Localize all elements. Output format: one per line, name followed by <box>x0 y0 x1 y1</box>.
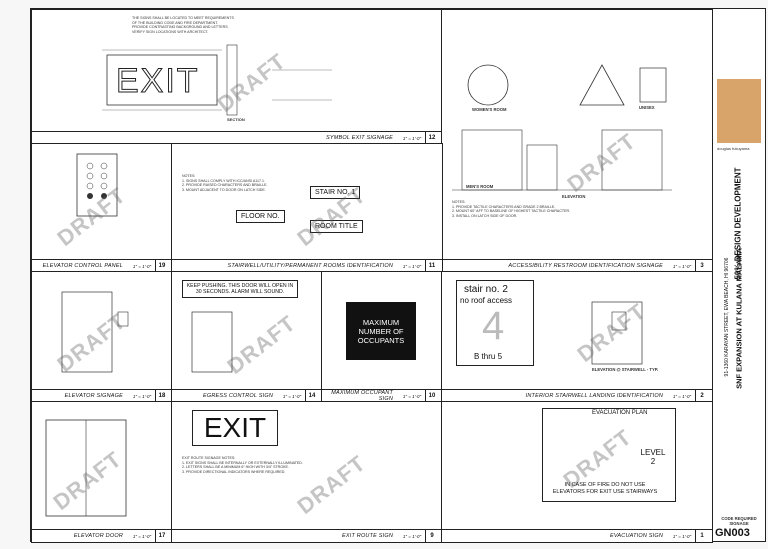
elevation-label: ELEVATION <box>562 194 586 199</box>
firm-name: douglas fukuyama <box>717 146 750 151</box>
detail-title: ELEVATOR DOOR <box>73 533 123 539</box>
title-block: douglas fukuyama 50% DESIGN DEVELOPMENT … <box>712 8 766 542</box>
project-name: SNF EXPANSION AT KULANA MALAMA <box>734 248 744 389</box>
detail-title: SYMBOL EXIT SIGNAGE <box>326 135 393 141</box>
project-address: 91-1360 KARAYAN STREET, EWA BEACH, HI 96… <box>724 257 730 377</box>
elevator-panel-drawing <box>76 153 118 217</box>
detail-title: EVACUATION SIGN <box>609 533 663 539</box>
detail-label: ELEVATOR DOOR 1" = 1'-0" 17 <box>32 529 172 542</box>
detail-19: DRAFT ELEVATOR CONTROL PANEL 1" = 1'-0" … <box>31 143 173 273</box>
stair-no-sign: STAIR NO. 1 <box>310 186 361 199</box>
restroom-signs-drawing <box>452 64 672 191</box>
detail-scale: 1" = 1'-0" <box>672 393 692 399</box>
room-title-sign: ROOM TITLE <box>310 220 363 233</box>
section-label: SECTION <box>227 117 245 122</box>
detail-14: KEEP PUSHING. THIS DOOR WILL OPEN IN 30 … <box>171 271 323 403</box>
detail-12: EXIT SECTION THE SIGNS SHALL BE LOCATED … <box>31 9 443 145</box>
detail-label: MAXIMUM OCCUPANT SIGN 1" = 1'-0" 10 <box>322 389 442 402</box>
stair-landing-sign <box>456 280 534 366</box>
detail-scale: 1" = 1'-0" <box>282 393 302 399</box>
detail-label: EXIT ROUTE SIGN 1" = 1'-0" 9 <box>172 529 442 542</box>
detail-number: 17 <box>155 530 168 542</box>
detail-number: 3 <box>695 260 708 272</box>
detail-scale: 1" = 1'-0" <box>132 533 152 539</box>
draft-watermark: DRAFT <box>292 450 371 519</box>
detail-label: EGRESS CONTROL SIGN 1" = 1'-0" 14 <box>172 389 322 402</box>
detail-number: 10 <box>425 390 438 402</box>
stair-landing-line2: no roof access <box>460 296 513 305</box>
stairwell-elevation-drawing <box>591 301 643 365</box>
detail-title: ELEVATOR CONTROL PANEL <box>42 263 123 269</box>
detail-label: ACCESSIBILITY RESTROOM IDENTIFICATION SI… <box>442 259 712 272</box>
firm-logo <box>717 79 761 143</box>
max-occupant-sign: MAXIMUM NUMBER OF OCCUPANTS <box>346 302 416 360</box>
elevator-door-drawing <box>45 419 127 517</box>
exit-symbol: EXIT <box>116 62 200 101</box>
detail-scale: 1" = 1'-0" <box>402 533 422 539</box>
detail-number: 14 <box>305 390 318 402</box>
unisex-label: UNISEX <box>639 105 655 110</box>
detail-number: 1 <box>695 530 708 542</box>
exit-sign-drawing <box>102 44 332 116</box>
drawing-border: EXIT SECTION THE SIGNS SHALL BE LOCATED … <box>30 8 713 543</box>
detail-label: ELEVATOR SIGNAGE 1" = 1'-0" 18 <box>32 389 172 402</box>
egress-door-drawing <box>191 311 233 373</box>
detail-scale: 1" = 1'-0" <box>672 263 692 269</box>
detail-title: ELEVATOR SIGNAGE <box>64 393 123 399</box>
sheet-title: CODE REQUIRED SIGNAGE <box>721 516 757 526</box>
detail-label: INTERIOR STAIRWELL LANDING IDENTIFICATIO… <box>442 389 712 402</box>
floor-no-sign: FLOOR NO. <box>236 210 285 223</box>
detail-11: STAIR NO. 1 FLOOR NO. ROOM TITLE NOTES: … <box>171 143 443 273</box>
egress-sign: KEEP PUSHING. THIS DOOR WILL OPEN IN 30 … <box>182 280 298 298</box>
exit-route-sign: EXIT <box>192 410 278 446</box>
detail-number: 11 <box>425 260 438 272</box>
womens-room-label: WOMEN'S ROOM <box>472 107 507 112</box>
detail-number: 12 <box>425 132 438 144</box>
detail-title: INTERIOR STAIRWELL LANDING IDENTIFICATIO… <box>525 393 663 399</box>
stair-landing-range: B thru 5 <box>474 352 503 361</box>
detail-3: WOMEN'S ROOM UNISEX MEN'S ROOM ELEVATION… <box>441 9 713 273</box>
detail-number: 9 <box>425 530 438 542</box>
stair-landing-line1: stair no. 2 <box>464 284 508 295</box>
detail-2: stair no. 2 no roof access 4 B thru 5 EL… <box>441 271 713 403</box>
evacuation-level: LEVEL 2 <box>640 448 666 466</box>
detail-number: 18 <box>155 390 168 402</box>
detail-17: DRAFT ELEVATOR DOOR 1" = 1'-0" 17 <box>31 401 173 543</box>
detail-title: ACCESSIBILITY RESTROOM IDENTIFICATION SI… <box>508 263 663 269</box>
detail-scale: 1" = 1'-0" <box>402 393 422 399</box>
detail-10: MAXIMUM NUMBER OF OCCUPANTS MAXIMUM OCCU… <box>321 271 443 403</box>
detail-scale: 1" = 1'-0" <box>402 135 422 141</box>
detail-number: 19 <box>155 260 168 272</box>
detail-title: MAXIMUM OCCUPANT SIGN <box>331 390 393 402</box>
stair-landing-floor: 4 <box>482 304 505 348</box>
detail-scale: 1" = 1'-0" <box>132 393 152 399</box>
evacuation-title: EVACUATION PLAN <box>592 410 648 416</box>
detail-18: DRAFT ELEVATOR SIGNAGE 1" = 1'-0" 18 <box>31 271 173 403</box>
detail-scale: 1" = 1'-0" <box>132 263 152 269</box>
detail-scale: 1" = 1'-0" <box>672 533 692 539</box>
sheet-number: GN003 <box>715 527 750 539</box>
detail-label: STAIRWELL/UTILITY/PERMANENT ROOMS IDENTI… <box>172 259 442 272</box>
elevator-signage-drawing <box>61 291 129 373</box>
detail-label: EVACUATION SIGN 1" = 1'-0" 1 <box>442 529 712 542</box>
detail-label: SYMBOL EXIT SIGNAGE 1" = 1'-0" 12 <box>32 131 442 144</box>
detail-title: EXIT ROUTE SIGN <box>342 533 393 539</box>
detail-label: ELEVATOR CONTROL PANEL 1" = 1'-0" 19 <box>32 259 172 272</box>
stair-elevation-label: ELEVATION @ STAIRWELL - TYP. <box>592 367 659 372</box>
detail-scale: 1" = 1'-0" <box>402 263 422 269</box>
detail-1: EVACUATION PLAN LEVEL 2 IN CASE OF FIRE … <box>441 401 713 543</box>
mens-room-label: MEN'S ROOM <box>466 184 494 189</box>
detail-9: EXIT EXIT ROUTE SIGNAGE NOTES: 1. EXIT S… <box>171 401 443 543</box>
detail-number: 2 <box>695 390 708 402</box>
evacuation-warning: IN CASE OF FIRE DO NOT USE ELEVATORS FOR… <box>552 482 658 495</box>
evacuation-plan-frame <box>542 408 676 502</box>
detail-title: STAIRWELL/UTILITY/PERMANENT ROOMS IDENTI… <box>227 263 393 269</box>
detail-title: EGRESS CONTROL SIGN <box>202 393 273 399</box>
